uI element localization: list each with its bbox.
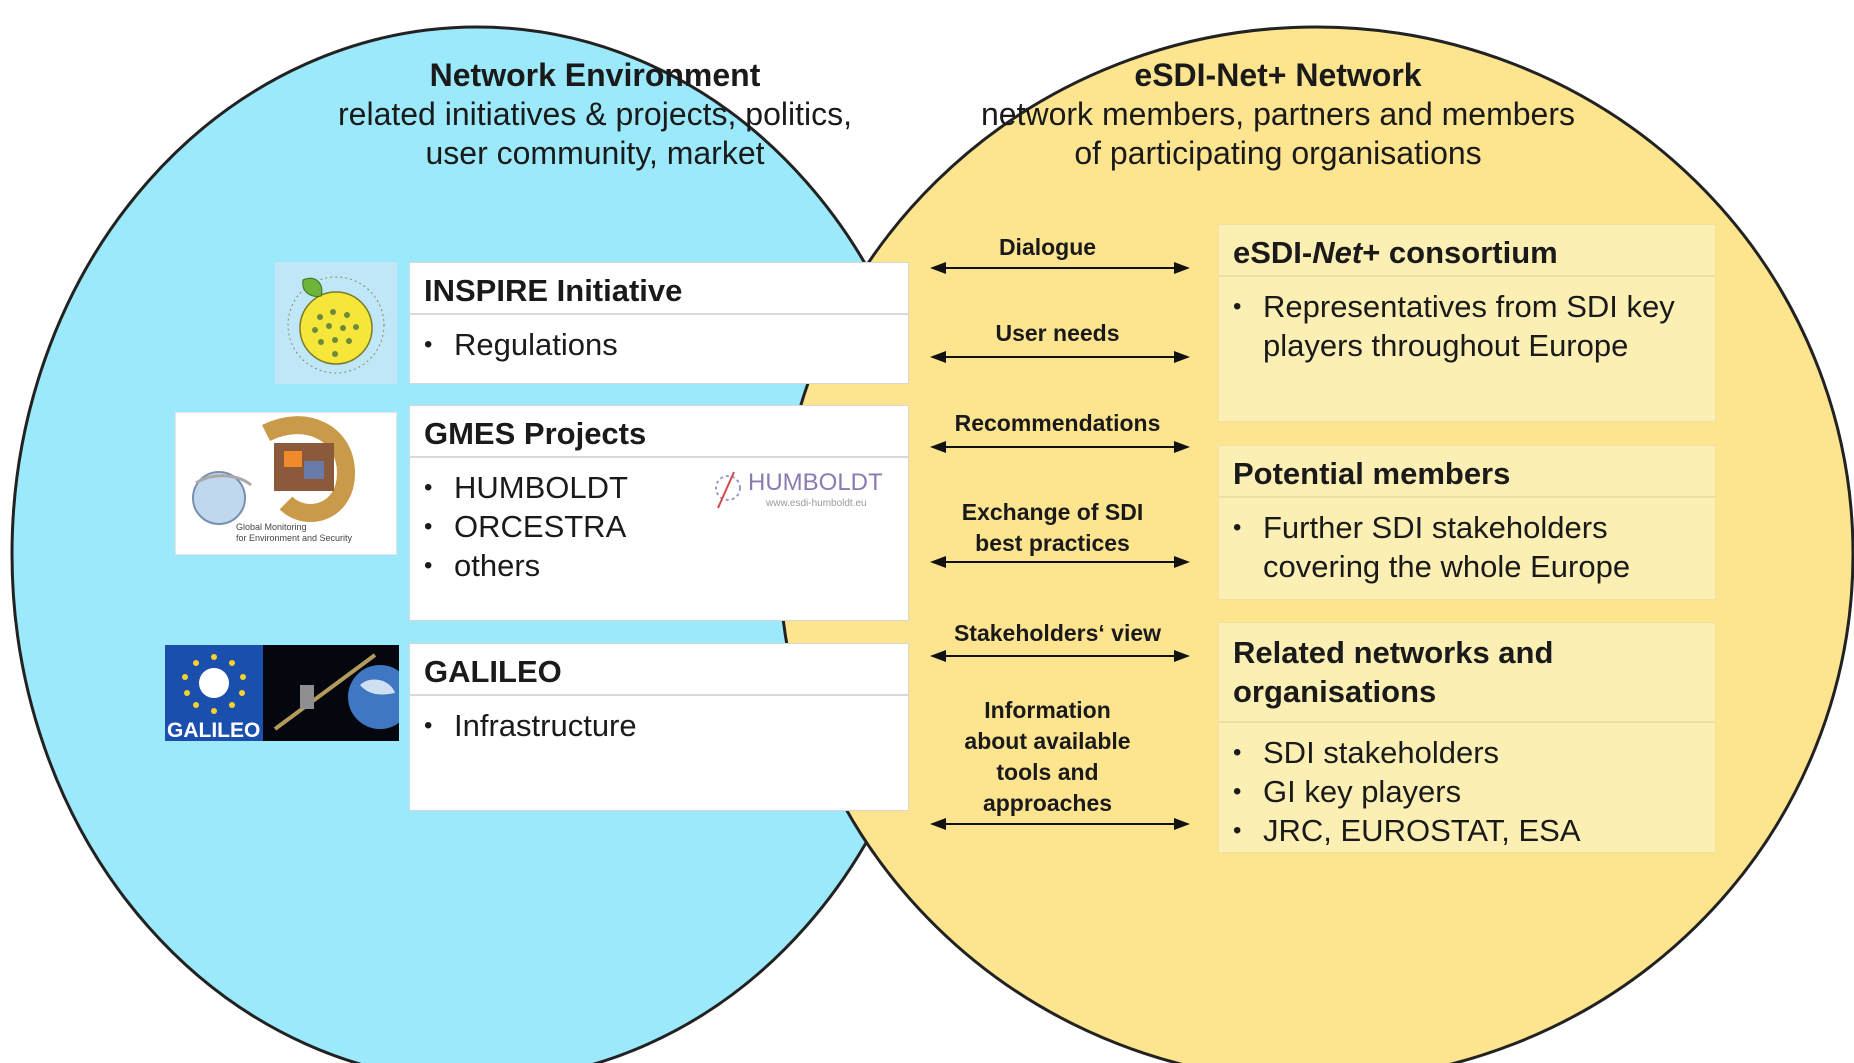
right-circle-header: eSDI-Net+ Network network members, partn… (928, 56, 1628, 173)
bullet-list: SDI stakeholders GI key players JRC, EUR… (1219, 723, 1715, 850)
bullet-item: Infrastructure (424, 706, 894, 745)
relation-label-line: best practices (975, 530, 1130, 556)
right-circle-subtitle-line: network members, partners and members (981, 96, 1575, 132)
relation-label-information: Information about available tools and ap… (935, 695, 1160, 819)
bullet-list: Regulations (410, 315, 908, 364)
relation-label-line: Dialogue (998, 234, 1097, 260)
bullet-item: others (424, 546, 894, 585)
box-heading: Potential members (1219, 446, 1715, 498)
relation-label-line: about available (964, 728, 1131, 754)
left-circle-header: Network Environment related initiatives … (240, 56, 950, 173)
relation-label-line: approaches (982, 790, 1113, 816)
gmes-logo-graphic: Global Monitoring for Environment and Se… (192, 416, 356, 543)
relation-label-exchange: Exchange of SDI best practices (935, 497, 1170, 559)
esdi-net-consortium-box: eSDI-Net+ consortium Representatives fro… (1218, 224, 1716, 422)
gmes-caption-line: for Environment and Security (236, 533, 353, 543)
inspire-initiative-box: INSPIRE Initiative Regulations (409, 262, 909, 384)
relation-label-dialogue: Dialogue (935, 232, 1160, 263)
box-heading: Related networks and organisations (1219, 623, 1715, 723)
galileo-logo-graphic: GALILEO (165, 645, 399, 741)
humboldt-logo-graphic: HUMBOLDT www.esdi-humboldt.eu (715, 469, 883, 509)
bullet-item: Representatives from SDI key players thr… (1233, 287, 1701, 365)
gmes-logo-icon: Global Monitoring for Environment and Se… (175, 412, 397, 555)
bullet-list: Infrastructure (410, 696, 908, 745)
inspire-logo-icon (275, 262, 397, 384)
relation-label-stakeholders-view: Stakeholders‘ view (925, 618, 1190, 649)
left-circle-title: Network Environment (429, 57, 761, 93)
gmes-projects-box: GMES Projects HUMBOLDT ORCESTRA others H… (409, 405, 909, 621)
bullet-item: GI key players (1233, 772, 1701, 811)
galileo-box: GALILEO Infrastructure (409, 643, 909, 811)
relation-label-recommendations: Recommendations (925, 408, 1190, 439)
relation-label-user-needs: User needs (945, 318, 1170, 349)
bullet-item: SDI stakeholders (1233, 733, 1701, 772)
relation-label-line: User needs (995, 320, 1120, 346)
box-heading-prefix: eSDI- (1233, 235, 1313, 270)
relation-label-line: Information (984, 697, 1111, 723)
bullet-list: HUMBOLDT ORCESTRA others (410, 458, 908, 585)
bullet-item: HUMBOLDT (424, 468, 894, 507)
related-networks-box: Related networks and organisations SDI s… (1218, 622, 1716, 853)
humboldt-logo-text: HUMBOLDT (748, 469, 883, 496)
right-circle-subtitle-line: of participating organisations (1074, 135, 1482, 171)
box-heading: eSDI-Net+ consortium (1219, 225, 1715, 277)
inspire-logo-graphic (287, 276, 385, 374)
box-heading: GMES Projects (410, 406, 908, 458)
humboldt-logo-icon: HUMBOLDT www.esdi-humboldt.eu (710, 464, 900, 516)
left-circle-subtitle-line: user community, market (425, 135, 765, 171)
relation-label-line: tools and (996, 759, 1099, 785)
box-heading: INSPIRE Initiative (410, 263, 908, 315)
relation-label-line: Stakeholders‘ view (953, 620, 1162, 646)
humboldt-logo-url: www.esdi-humboldt.eu (765, 498, 867, 509)
gmes-caption-line: Global Monitoring (236, 522, 307, 532)
relation-label-line: Exchange of SDI (961, 499, 1144, 525)
bullet-list: Further SDI stakeholders covering the wh… (1219, 498, 1715, 586)
relation-label-line: Recommendations (954, 410, 1161, 436)
bullet-item: Regulations (424, 325, 894, 364)
galileo-logo-icon: GALILEO (165, 645, 399, 741)
left-circle-subtitle-line: related initiatives & projects, politics… (338, 96, 852, 132)
galileo-logo-text: GALILEO (167, 719, 260, 741)
box-heading-suffix: + consortium (1362, 235, 1558, 270)
bullet-item: ORCESTRA (424, 507, 894, 546)
bullet-item: JRC, EUROSTAT, ESA (1233, 811, 1701, 850)
bullet-list: Representatives from SDI key players thr… (1219, 277, 1715, 365)
box-heading: GALILEO (410, 644, 908, 696)
potential-members-box: Potential members Further SDI stakeholde… (1218, 445, 1716, 600)
right-circle-title: eSDI-Net+ Network (1134, 57, 1422, 93)
box-heading-italic: Net (1312, 235, 1363, 270)
bullet-item: Further SDI stakeholders covering the wh… (1233, 508, 1701, 586)
